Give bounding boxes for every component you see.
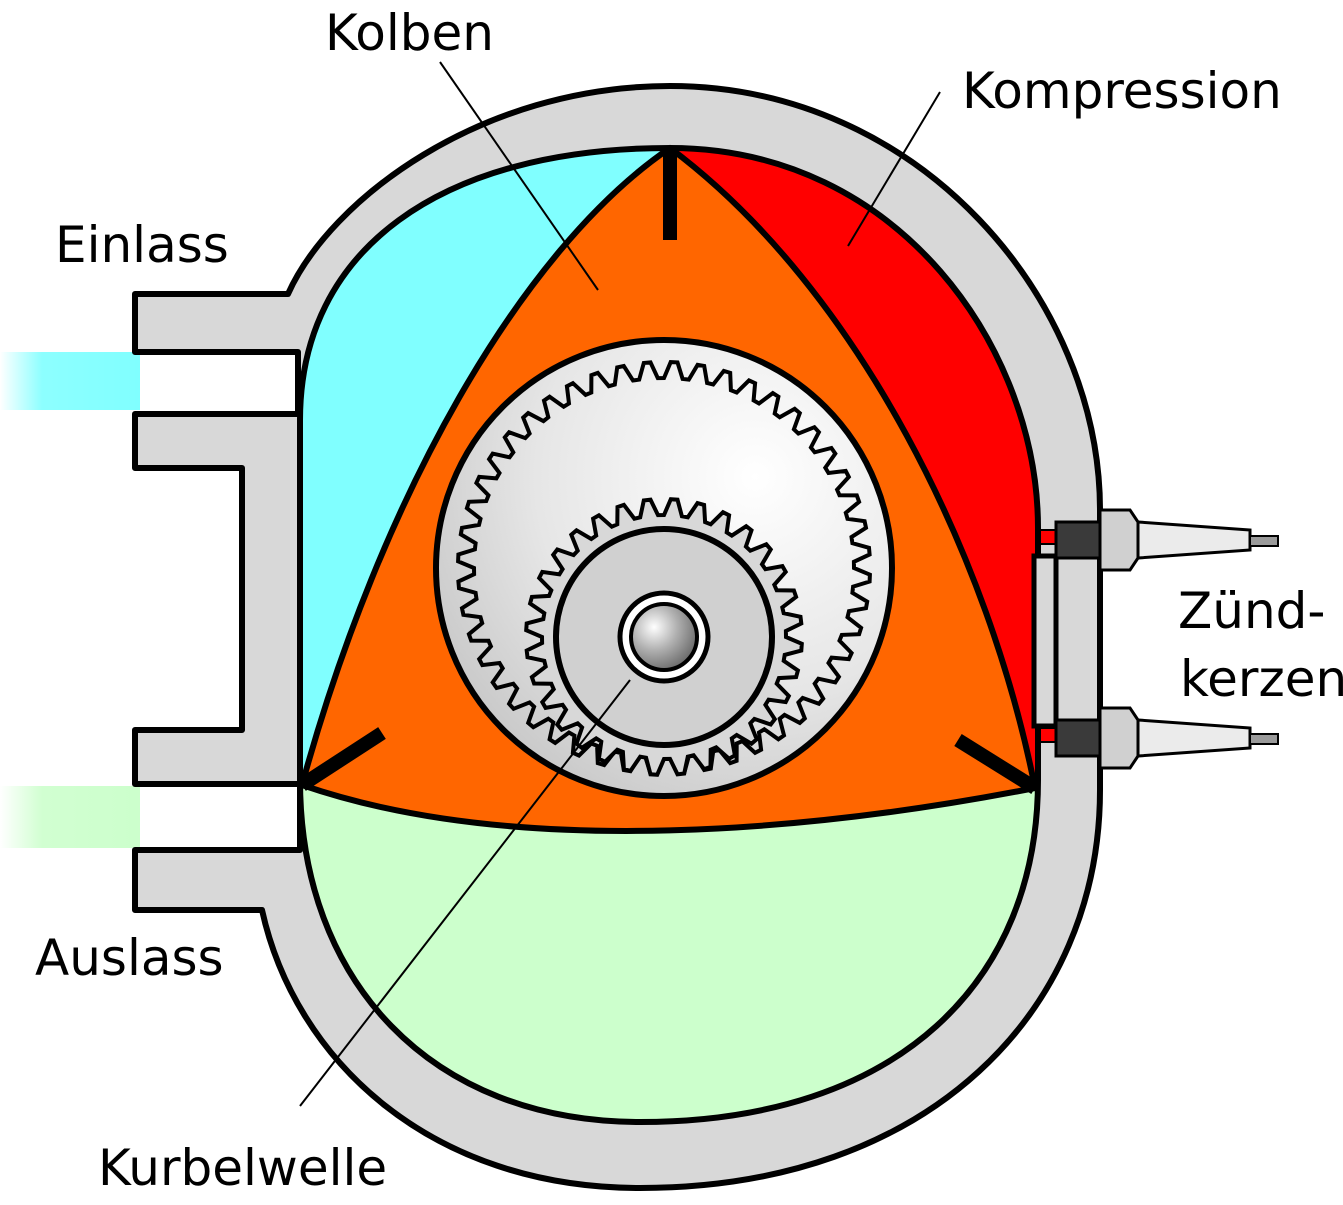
label-kompression: Kompression: [962, 62, 1282, 120]
apex-seal-left: [298, 727, 386, 791]
spark-plug-pocket: [1031, 553, 1059, 729]
label-kurbelwelle: Kurbelwelle: [98, 1139, 388, 1197]
label-kolben: Kolben: [325, 4, 494, 62]
leader-kurbelwelle: [299, 679, 631, 1107]
apex-seal-right: [954, 734, 1039, 794]
label-zuendkerzen-line1: Zünd-: [1178, 582, 1326, 640]
chamber-outline: [297, 144, 1041, 1126]
spark-plug-upper-icon: [1039, 508, 1279, 572]
label-zuendkerzen-line2: kerzen: [1180, 650, 1343, 708]
leader-kolben: [439, 61, 599, 291]
exhaust-stream: [0, 786, 140, 848]
spark-plug-lower-icon: [1039, 706, 1279, 770]
intake-stream: [0, 352, 140, 410]
label-einlass: Einlass: [55, 216, 229, 274]
crankshaft-icon: [629, 602, 699, 672]
internal-gear-teeth: [456, 360, 872, 776]
label-auslass: Auslass: [35, 929, 224, 987]
intake-chamber: [300, 148, 672, 785]
leader-kompression: [847, 91, 941, 247]
